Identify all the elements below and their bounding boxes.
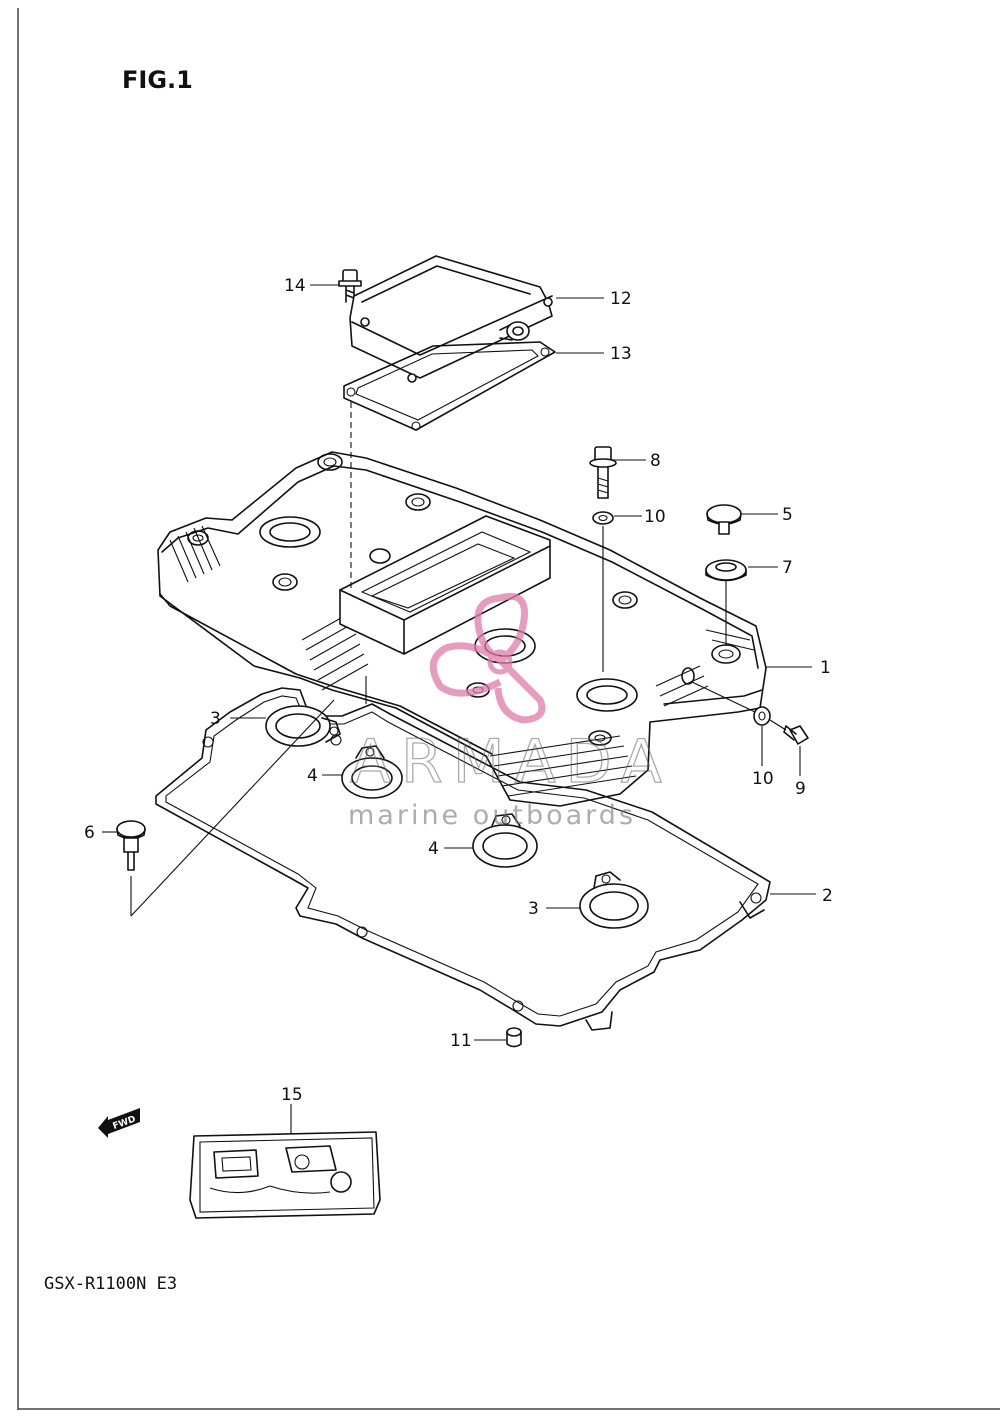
part-12-breather-cover xyxy=(349,255,553,383)
part-10b-washer xyxy=(753,706,771,726)
part-8-bolt xyxy=(589,446,617,499)
callout-1: 1 xyxy=(820,658,831,678)
callout-8: 8 xyxy=(650,451,661,471)
callout-6: 6 xyxy=(84,823,95,843)
callout-15: 15 xyxy=(281,1085,303,1105)
model-code: GSX-R1100N E3 xyxy=(44,1274,177,1294)
watermark-logo xyxy=(429,592,546,724)
part-10a-washer xyxy=(592,511,614,525)
callout-2: 2 xyxy=(822,886,833,906)
callout-9: 9 xyxy=(795,779,806,799)
watermark-tagline: marine outboards xyxy=(348,800,636,831)
callout-13: 13 xyxy=(610,344,632,364)
callout-labels: 1 2 3 3 4 4 5 6 7 8 9 10 10 11 12 13 14 … xyxy=(84,276,833,1105)
fwd-arrow: FWD xyxy=(98,1108,140,1138)
part-7-grommet xyxy=(705,559,747,582)
fwd-label: FWD xyxy=(112,1115,138,1132)
part-14-bolt xyxy=(338,269,362,303)
assembly-guides xyxy=(130,402,787,917)
watermark-brand: ARMADA xyxy=(350,727,672,797)
callout-14: 14 xyxy=(284,276,306,296)
callout-3a: 3 xyxy=(210,709,221,729)
callout-10b: 10 xyxy=(752,769,774,789)
part-4b-plug-gasket xyxy=(472,813,538,868)
leader-lines xyxy=(102,284,816,1134)
callout-5: 5 xyxy=(782,505,793,525)
callout-3b: 3 xyxy=(528,899,539,919)
part-4a-plug-gasket xyxy=(341,745,403,799)
callout-7: 7 xyxy=(782,558,793,578)
part-3a-plug-gasket xyxy=(265,705,341,747)
callout-4b: 4 xyxy=(428,839,439,859)
part-13-gasket xyxy=(343,341,556,431)
part-15-gasket-set xyxy=(189,1131,381,1219)
part-3b-plug-gasket xyxy=(579,871,649,929)
part-1-head-cover xyxy=(157,451,767,807)
callout-10a: 10 xyxy=(644,507,666,527)
part-2-cover-gasket xyxy=(155,687,771,1031)
figure-title: FIG.1 xyxy=(122,66,193,94)
part-6-bolt xyxy=(116,820,146,871)
part-5-cap-bolt xyxy=(706,504,742,535)
part-9-bolt xyxy=(783,725,809,745)
callout-4a: 4 xyxy=(307,766,318,786)
part-11-dowel xyxy=(506,1027,522,1048)
callout-12: 12 xyxy=(610,289,632,309)
callout-11: 11 xyxy=(450,1031,472,1051)
